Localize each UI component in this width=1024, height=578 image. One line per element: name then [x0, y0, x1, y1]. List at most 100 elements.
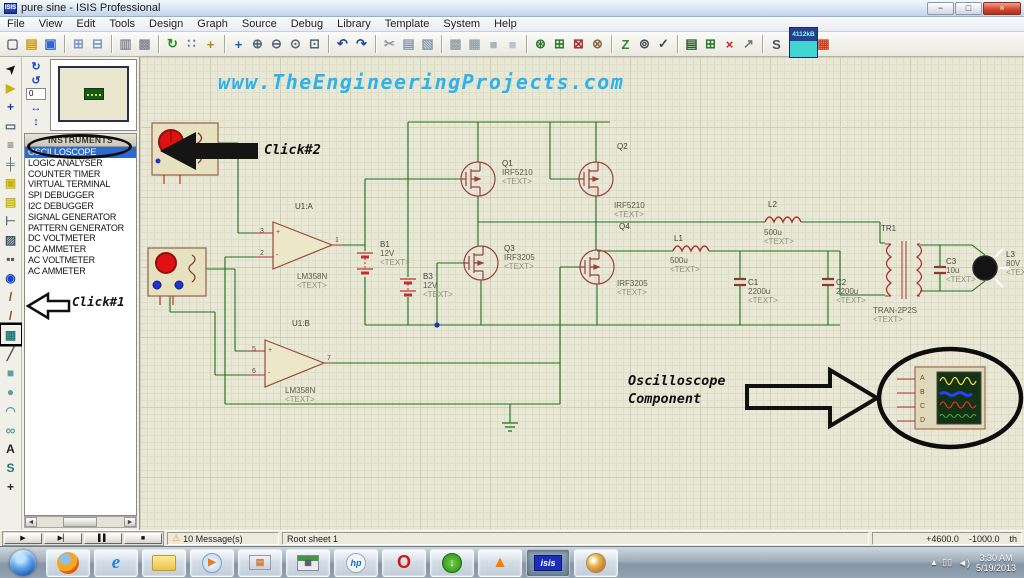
generator-mode-icon[interactable]: ◉: [5, 270, 16, 285]
2d-circle-icon[interactable]: ●: [6, 384, 15, 399]
virtual-instruments-mode-icon[interactable]: ▦: [1, 325, 21, 344]
scroll-right-arrow[interactable]: ►: [124, 517, 136, 527]
block-rotate-icon[interactable]: ■: [489, 36, 498, 52]
instrument-counter-timer[interactable]: COUNTER TIMER: [28, 168, 101, 179]
text-script-mode-icon[interactable]: ≡: [6, 137, 14, 152]
message-panel[interactable]: ⚠ 10 Message(s): [167, 532, 279, 545]
selector-h-scrollbar[interactable]: ◄ ►: [24, 516, 137, 528]
netlist-to-ares-icon[interactable]: ▦: [817, 36, 830, 51]
title-bar[interactable]: ISIS pure sine - ISIS Professional − □ ×: [0, 0, 1024, 17]
tape-recorder-mode-icon[interactable]: ▪▪: [6, 251, 15, 266]
graph-mode-icon[interactable]: ▨: [4, 232, 17, 247]
volume-icon[interactable]: ◄): [958, 557, 970, 568]
taskbar-vlc-icon[interactable]: ▲: [478, 548, 522, 577]
menu-edit[interactable]: Edit: [76, 17, 96, 30]
taskbar-start-icon[interactable]: [4, 549, 42, 577]
mirror-vertical-icon[interactable]: ↕: [33, 116, 39, 128]
cut-icon[interactable]: ✂: [384, 36, 395, 51]
redraw-icon[interactable]: ↻: [167, 36, 178, 51]
taskbar-paint-icon[interactable]: [574, 548, 618, 577]
design-explorer-icon[interactable]: ▤: [685, 36, 698, 51]
make-device-icon[interactable]: ⊞: [554, 36, 565, 51]
2d-path-icon[interactable]: ∞: [5, 421, 16, 438]
2d-line-icon[interactable]: ╱: [6, 346, 15, 361]
2d-text-icon[interactable]: A: [6, 441, 15, 456]
tray-icon-2[interactable]: ▯: [947, 557, 953, 567]
export-section-icon[interactable]: ⊟: [92, 36, 103, 51]
search-tag-icon[interactable]: ⊚: [639, 36, 650, 51]
pick-device-icon[interactable]: ⊛: [535, 36, 546, 51]
instrument-ac-voltmeter[interactable]: AC VOLTMETER: [28, 254, 95, 265]
zoom-in-icon[interactable]: ⊕: [252, 36, 263, 51]
taskbar-isis-icon[interactable]: isis: [526, 548, 570, 577]
step-button[interactable]: ▶▏: [44, 533, 82, 544]
angle-field[interactable]: 0: [26, 88, 46, 100]
import-section-icon[interactable]: ⊞: [73, 36, 84, 51]
minimize-button[interactable]: −: [927, 2, 954, 15]
taskbar-opera-icon[interactable]: O: [382, 548, 426, 577]
open-file-icon[interactable]: ▤: [25, 36, 38, 51]
close-button[interactable]: ×: [983, 2, 1021, 15]
current-probe-mode-icon[interactable]: /: [8, 308, 13, 323]
junction-dot-mode-icon[interactable]: +: [6, 99, 14, 114]
menu-graph[interactable]: Graph: [197, 17, 228, 30]
instrument-signal-generator[interactable]: SIGNAL GENERATOR: [28, 211, 117, 222]
mark-output-area-icon[interactable]: ▩: [138, 36, 151, 51]
stop-button[interactable]: ■: [124, 533, 162, 544]
device-pins-mode-icon[interactable]: ⊢: [5, 213, 16, 228]
pause-button[interactable]: ▌▌: [84, 533, 122, 544]
menu-help[interactable]: Help: [494, 17, 517, 30]
toggle-grid-icon[interactable]: ∷: [187, 36, 196, 51]
redo-icon[interactable]: ↷: [356, 36, 367, 51]
menu-view[interactable]: View: [38, 17, 63, 30]
zoom-all-icon[interactable]: ⊙: [290, 36, 301, 51]
2d-box-icon[interactable]: ■: [6, 365, 15, 380]
taskbar-windows-explorer-icon[interactable]: [142, 548, 186, 577]
copy-icon[interactable]: ▤: [402, 36, 415, 51]
taskbar-media-player-icon[interactable]: ▶: [190, 548, 234, 577]
goto-sheet-icon[interactable]: ↗: [743, 36, 754, 51]
menu-library[interactable]: Library: [337, 17, 371, 30]
menu-system[interactable]: System: [443, 17, 481, 30]
new-file-icon[interactable]: ▢: [6, 36, 19, 51]
tray-expand-icon[interactable]: ▴: [931, 557, 937, 567]
property-assignment-icon[interactable]: ✓: [658, 36, 669, 51]
menu-template[interactable]: Template: [384, 17, 430, 30]
editing-canvas[interactable]: www.TheEngineeringProjects.com: [140, 57, 1024, 530]
zoom-out-icon[interactable]: ⊖: [271, 36, 282, 51]
instrument-oscilloscope[interactable]: OSCILLOSCOPE: [25, 147, 136, 158]
menu-debug[interactable]: Debug: [290, 17, 324, 30]
instrument-ac-ammeter[interactable]: AC AMMETER: [28, 265, 86, 276]
instrument-dc-voltmeter[interactable]: DC VOLTMETER: [28, 233, 96, 244]
menu-tools[interactable]: Tools: [109, 17, 136, 30]
tray-icon-1[interactable]: ▯: [942, 557, 948, 567]
maximize-button[interactable]: □: [955, 2, 982, 15]
2d-markers-icon[interactable]: +: [6, 479, 14, 494]
taskbar-remote-viewer-icon[interactable]: ▤: [238, 548, 282, 577]
taskbar-firefox-icon[interactable]: [46, 548, 90, 577]
instrument-virtual-terminal[interactable]: VIRTUAL TERMINAL: [28, 179, 111, 190]
scrollbar-thumb[interactable]: [63, 517, 97, 527]
voltage-probe-mode-icon[interactable]: /: [8, 289, 13, 304]
instrument-dc-ammeter[interactable]: DC AMMETER: [28, 244, 87, 255]
instrument-logic-analyser[interactable]: LOGIC ANALYSER: [28, 157, 103, 168]
packaging-tool-icon[interactable]: ⊠: [573, 36, 584, 51]
block-delete-icon[interactable]: ■: [508, 36, 517, 52]
2d-arc-icon[interactable]: ◠: [5, 403, 16, 418]
taskbar-hp-tool-icon[interactable]: hp: [334, 548, 378, 577]
false-origin-icon[interactable]: +: [206, 36, 215, 52]
paste-icon[interactable]: ▧: [421, 36, 434, 51]
taskbar-internet-explorer-icon[interactable]: e: [94, 548, 138, 577]
undo-icon[interactable]: ↶: [337, 36, 348, 51]
rotate-clockwise-icon[interactable]: ↻: [31, 60, 41, 73]
subcircuit-mode-icon[interactable]: ▣: [4, 175, 17, 190]
save-file-icon[interactable]: ▣: [44, 36, 57, 51]
bill-of-materials-icon[interactable]: S: [772, 36, 781, 52]
wire-label-mode-icon[interactable]: ▭: [4, 118, 17, 133]
taskbar-clock[interactable]: 3:30 AM 5/19/2013: [976, 553, 1016, 573]
component-mode-icon[interactable]: ▶: [5, 80, 16, 95]
menu-file[interactable]: File: [7, 17, 25, 30]
block-move-icon[interactable]: ▦: [468, 36, 481, 51]
print-icon[interactable]: ▥: [119, 36, 132, 51]
buses-mode-icon[interactable]: ╪: [6, 156, 15, 171]
